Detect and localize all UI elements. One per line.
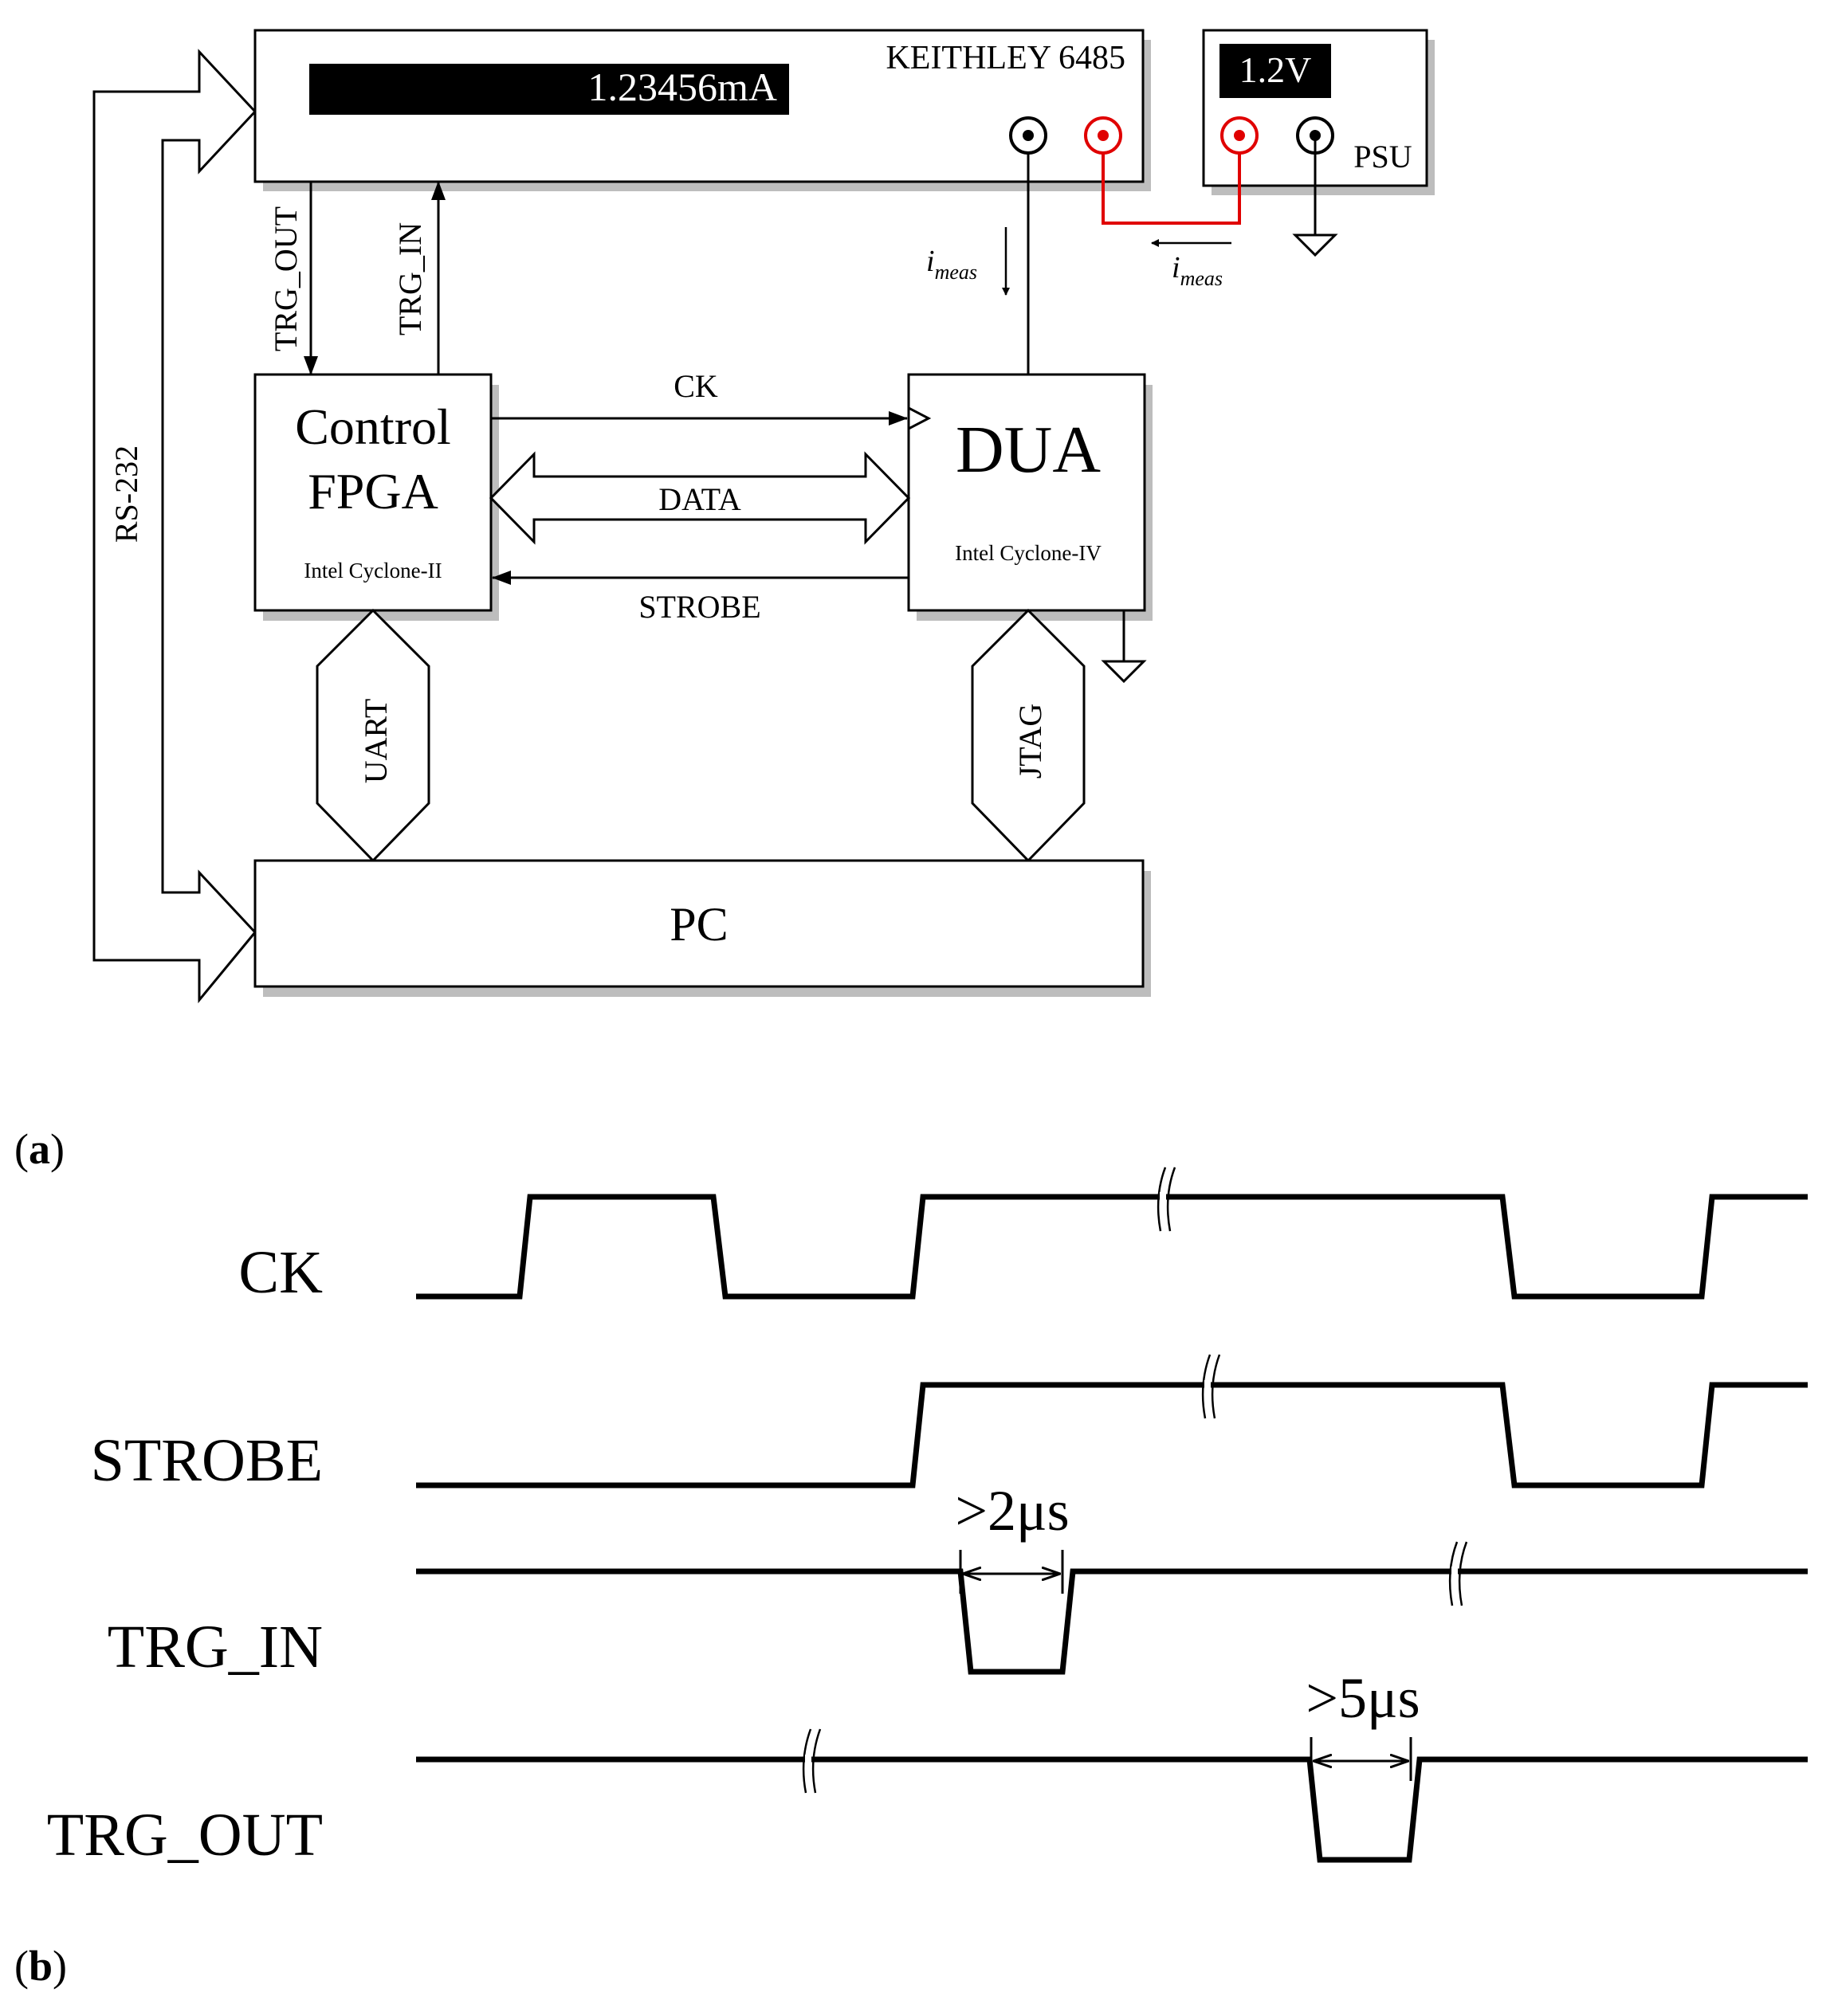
- pc-label: PC: [670, 898, 728, 951]
- timing-diagram: CK STROBE TRG_IN TRG_OUT: [14, 1167, 1808, 1990]
- current-label-left: imeas: [926, 245, 977, 284]
- dua-block: DUA Intel Cyclone-IV: [907, 373, 1153, 684]
- control-fpga-chip: Intel Cyclone-II: [304, 559, 442, 582]
- pc-block: PC: [253, 859, 1151, 997]
- control-fpga-line1: Control: [295, 398, 451, 455]
- trg-out-pulse-dimension: >5μs: [1306, 1666, 1420, 1781]
- break-marker-trg-in: [1448, 1541, 1468, 1606]
- control-fpga-block: Control FPGA Intel Cyclone-II: [253, 373, 499, 621]
- clock-input-icon: [908, 406, 932, 430]
- meter-black-terminal: [1009, 116, 1047, 155]
- waveform-strobe: [416, 1382, 1808, 1488]
- psu-red-terminal: [1220, 116, 1259, 155]
- trg-out-label: TRG_OUT: [268, 206, 304, 351]
- meter-model-label: KEITHLEY 6485: [886, 40, 1125, 76]
- dua-chip: Intel Cyclone-IV: [955, 541, 1102, 565]
- trg-in-label: TRG_IN: [392, 222, 428, 335]
- timing-label-strobe: STROBE: [91, 1427, 323, 1494]
- uart-label: UART: [358, 699, 394, 783]
- meter-red-terminal: [1084, 116, 1122, 155]
- psu-label: PSU: [1353, 139, 1412, 175]
- break-marker-ck: [1157, 1167, 1176, 1232]
- control-fpga-line2: FPGA: [308, 463, 438, 520]
- waveform-trg-out: [416, 1756, 1808, 1863]
- trg-in-pulse-dimension: >2μs: [955, 1479, 1070, 1594]
- current-label-right: imeas: [1172, 251, 1223, 290]
- psu-ground-icon: [1292, 233, 1338, 257]
- panel-b-label: (b): [14, 1942, 67, 1990]
- ck-label: CK: [674, 368, 718, 404]
- current-loop-wire: [1102, 153, 1241, 225]
- rs232-label: RS-232: [108, 445, 144, 543]
- block-diagram: 1.23456mA KEITHLEY 6485 1.2V PSU: [14, 29, 1435, 1173]
- keithley-meter: 1.23456mA KEITHLEY 6485: [253, 29, 1151, 191]
- jtag-label: JTAG: [1012, 704, 1048, 779]
- break-marker-trg-out: [802, 1728, 822, 1794]
- meter-display: [309, 64, 789, 115]
- psu-voltage: 1.2V: [1239, 49, 1312, 90]
- timing-label-ck: CK: [238, 1239, 323, 1306]
- dua-ground-icon: [1101, 660, 1147, 684]
- data-bus-arrow: [489, 451, 911, 545]
- trg-in-pulse-label: >2μs: [955, 1479, 1069, 1543]
- trg-out-pulse-label: >5μs: [1306, 1666, 1420, 1730]
- waveform-ck: [416, 1194, 1808, 1300]
- break-marker-strobe: [1201, 1354, 1221, 1419]
- meter-reading: 1.23456mA: [588, 65, 778, 109]
- timing-label-trg-out: TRG_OUT: [47, 1802, 323, 1869]
- panel-a-label: (a): [14, 1125, 65, 1173]
- timing-label-trg-in: TRG_IN: [108, 1614, 323, 1681]
- psu-display: [1219, 44, 1331, 98]
- waveform-trg-in: [416, 1568, 1808, 1675]
- strobe-label: STROBE: [638, 589, 760, 625]
- dua-title: DUA: [956, 413, 1101, 487]
- data-label: DATA: [658, 481, 741, 517]
